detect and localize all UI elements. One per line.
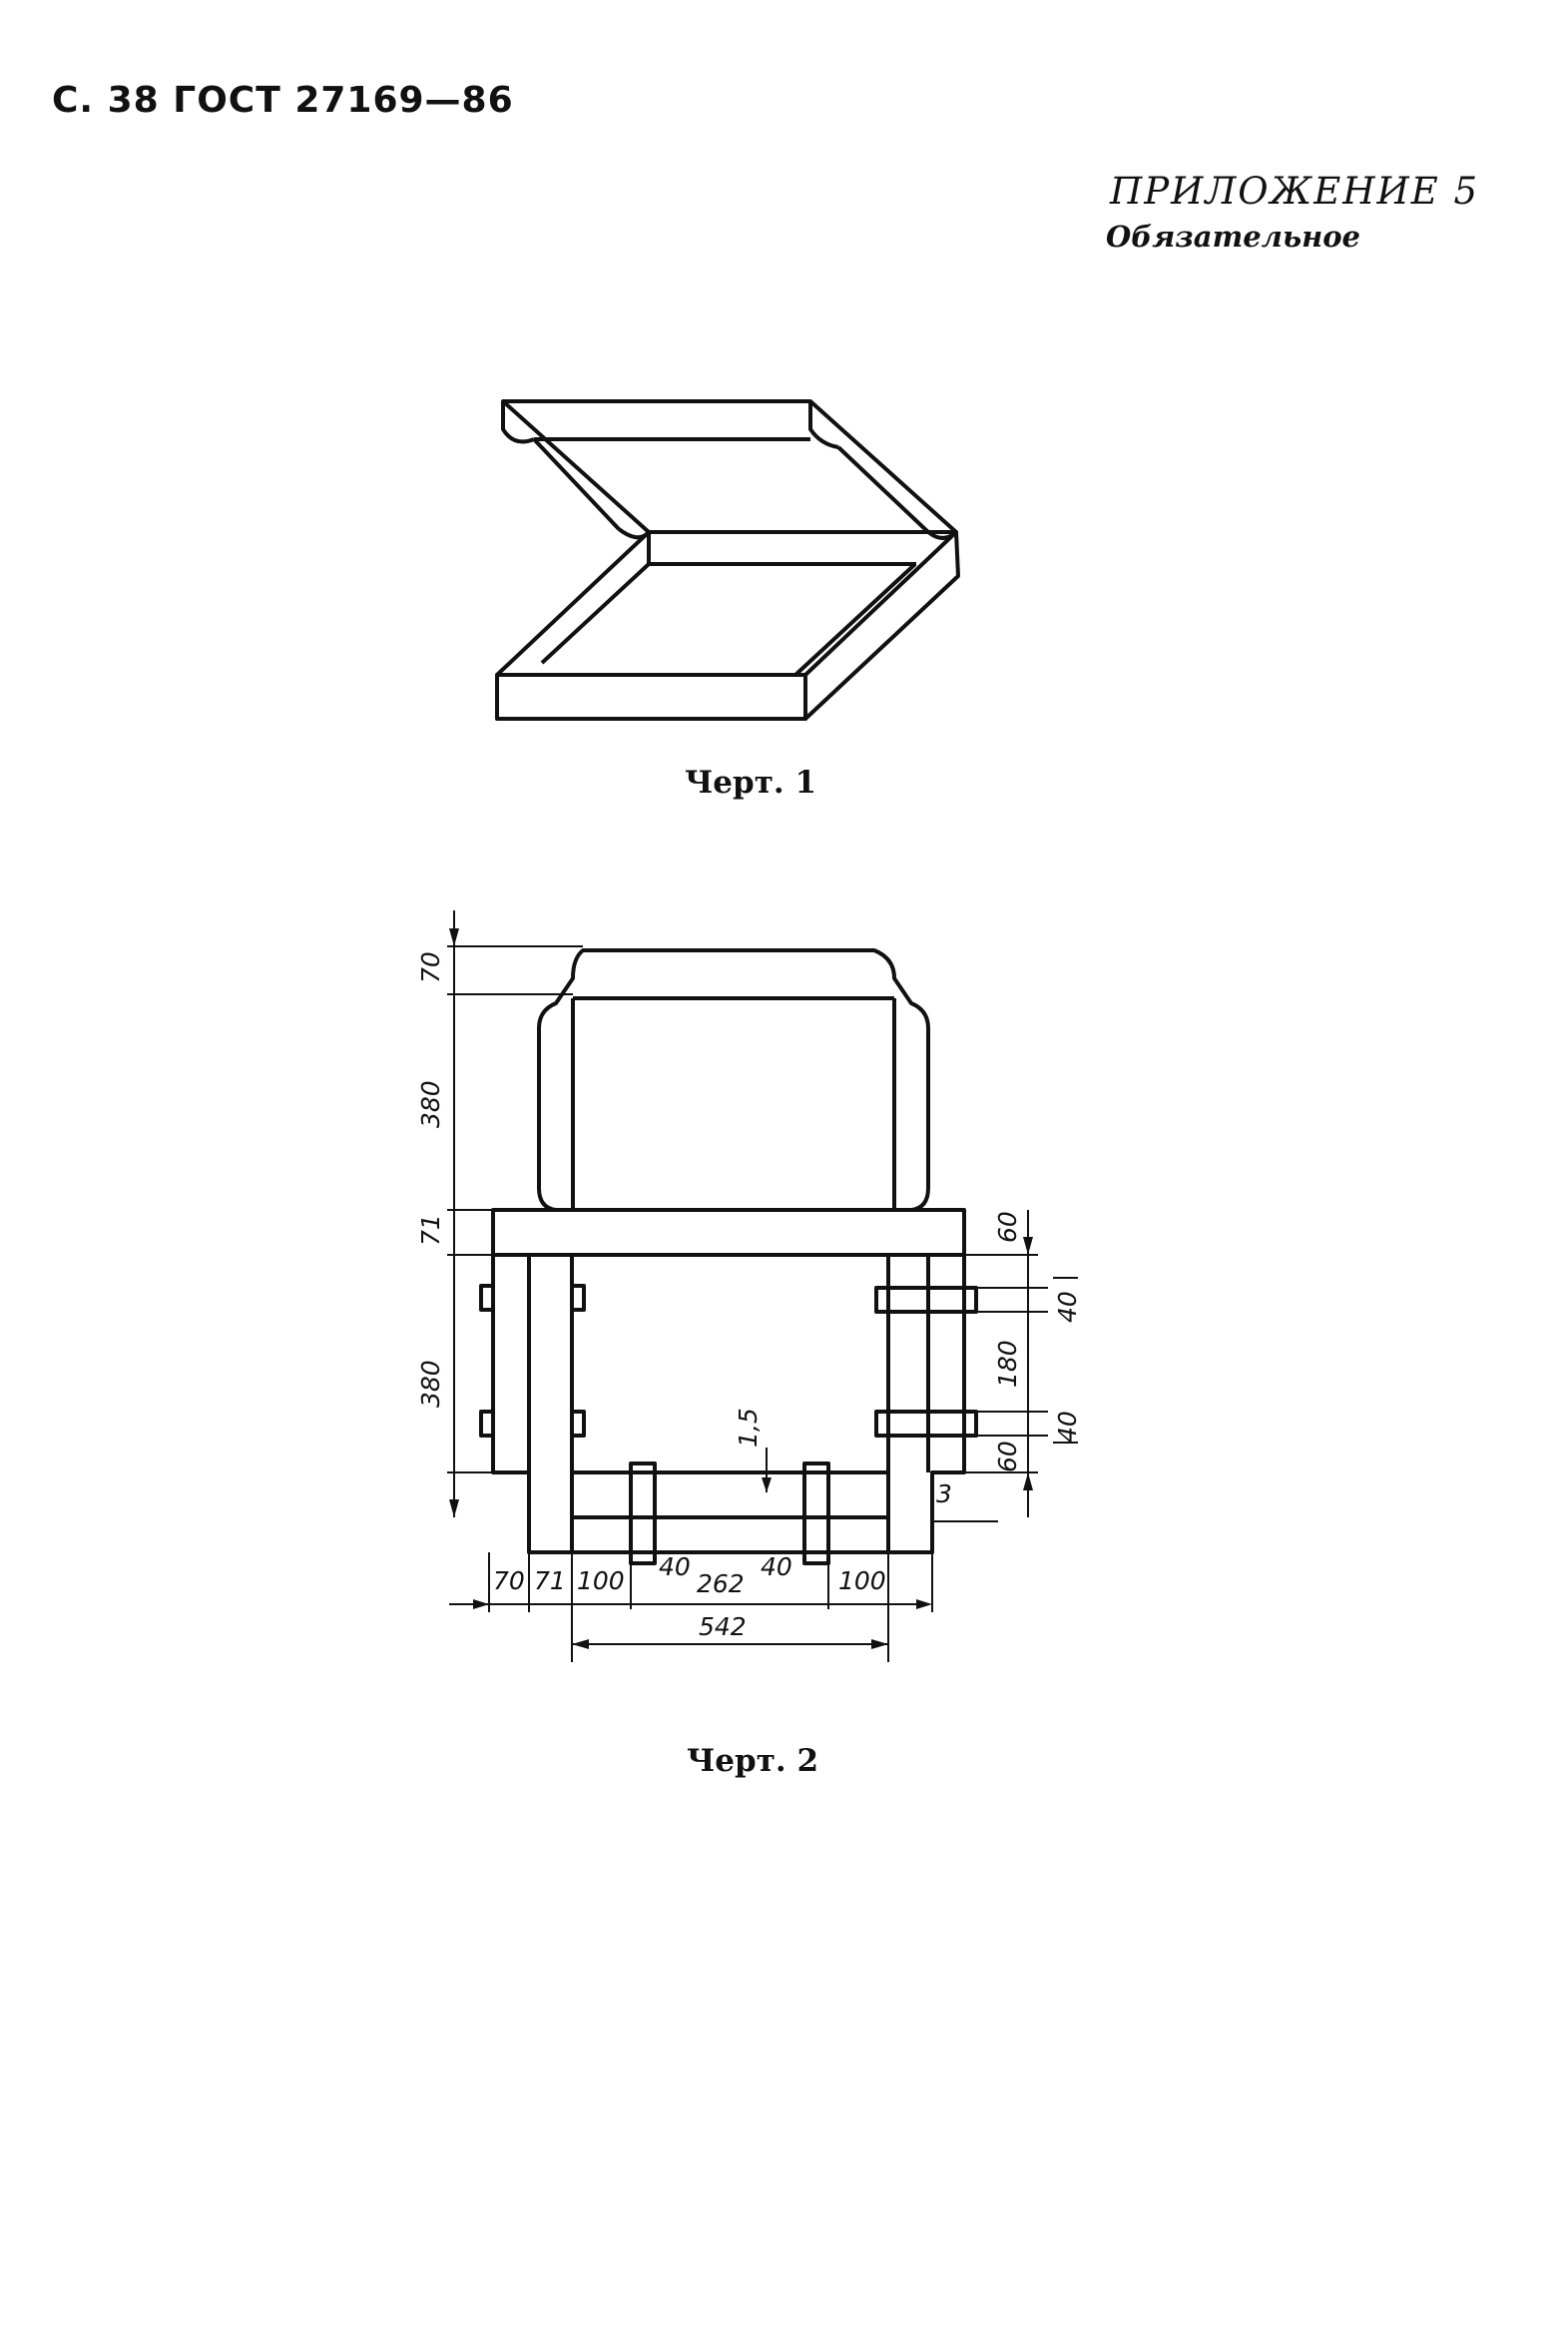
dim-right-slot-2: 40 [1053, 1411, 1082, 1443]
dim-band: 71 [416, 1214, 445, 1246]
appendix-status: Обязательное [1106, 220, 1361, 254]
dim-right-bottom: 60 [993, 1441, 1022, 1472]
dim-right-mid: 180 [993, 1340, 1022, 1388]
dim-offset: 3 [936, 1479, 952, 1508]
figure-2-caption: Черт. 2 [687, 1743, 819, 1779]
page-header: С. 38 ГОСТ 27169—86 [52, 80, 514, 121]
figure-1-caption: Черт. 1 [685, 765, 817, 801]
dim-right-slot-1: 40 [1053, 1291, 1082, 1323]
dim-bottom-262: 262 [697, 1569, 745, 1598]
dim-right-top: 60 [993, 1211, 1022, 1243]
dim-lid-height: 380 [416, 1080, 445, 1128]
dim-body-height: 380 [416, 1360, 445, 1408]
dim-bottom-100-right: 100 [838, 1566, 886, 1595]
dim-bottom-40-right: 40 [761, 1552, 792, 1581]
dim-bottom-40-left: 40 [659, 1552, 691, 1581]
dim-top-flap: 70 [416, 951, 445, 983]
dim-clearance: 1,5 [734, 1408, 763, 1448]
dim-overall-width: 542 [699, 1612, 747, 1641]
dim-bottom-100-left: 100 [577, 1566, 625, 1595]
appendix-title: ПРИЛОЖЕНИЕ 5 [1110, 170, 1480, 213]
dim-bottom-70: 70 [493, 1566, 525, 1595]
dim-bottom-71: 71 [534, 1566, 566, 1595]
